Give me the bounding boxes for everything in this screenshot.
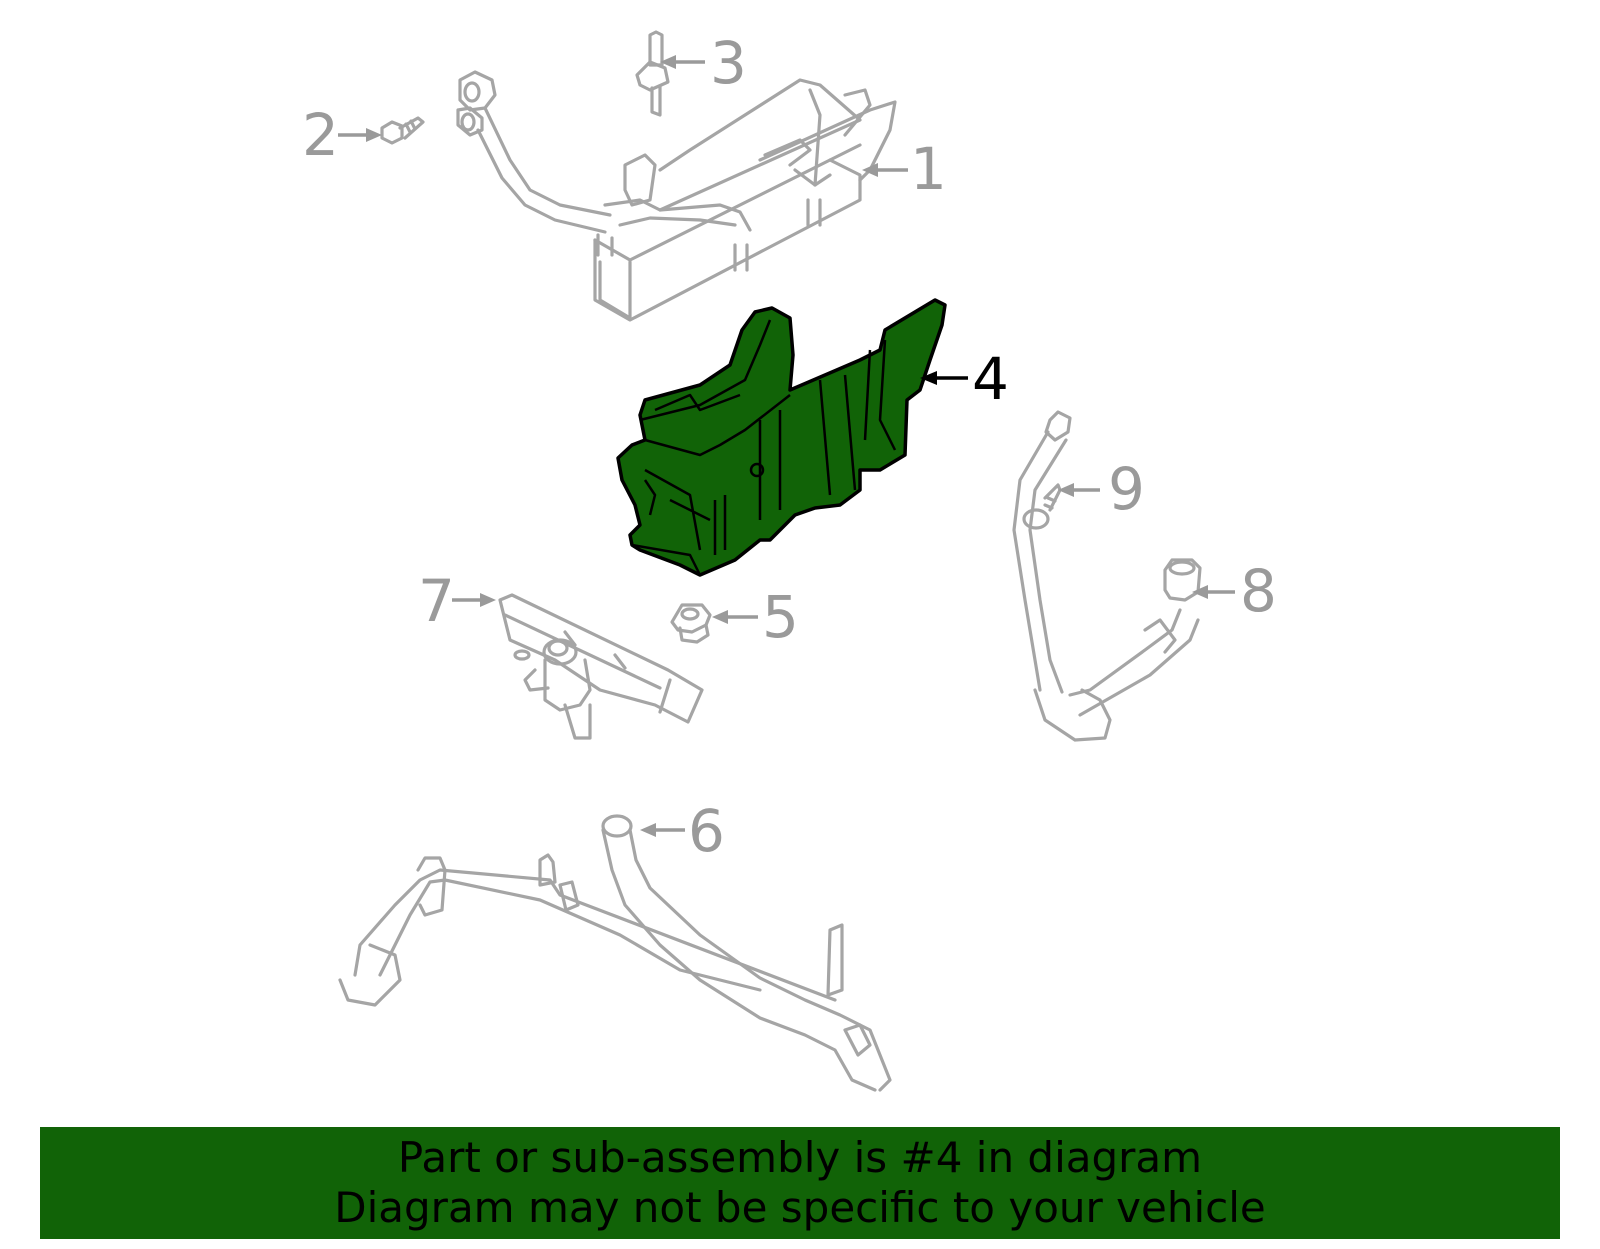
callout-4: 4	[972, 345, 1009, 413]
parts-diagram: 1 2 3 4 5 6 7 8 9	[302, 29, 1277, 1092]
part-6-tube-assembly[interactable]	[338, 814, 892, 1092]
part-2-bolt[interactable]	[380, 116, 425, 145]
callout-8: 8	[1240, 557, 1277, 625]
banner-line-disclaimer: Diagram may not be specific to your vehi…	[334, 1183, 1266, 1232]
part-5-nut[interactable]	[670, 603, 712, 644]
part-8-hose[interactable]	[1012, 410, 1202, 742]
part-7-valve-bracket[interactable]	[498, 593, 704, 740]
part-1-bracket-assembly[interactable]	[456, 70, 897, 322]
callout-2: 2	[302, 101, 339, 169]
banner-line-part: Part or sub-assembly is #4 in diagram	[397, 1133, 1203, 1182]
callout-arrows	[338, 55, 1235, 837]
callout-arrow-4	[920, 371, 968, 385]
callout-7: 7	[418, 567, 455, 635]
part-info-banner: Part or sub-assembly is #4 in diagram Di…	[40, 1127, 1560, 1239]
part-4-shield-highlighted[interactable]	[616, 298, 947, 577]
callout-9: 9	[1108, 455, 1145, 523]
callout-3: 3	[710, 29, 747, 97]
part-9-screw[interactable]	[1022, 483, 1062, 530]
callout-5: 5	[762, 583, 799, 651]
part-3-stud[interactable]	[635, 30, 670, 117]
callout-6: 6	[688, 797, 725, 865]
callout-1: 1	[910, 135, 947, 203]
